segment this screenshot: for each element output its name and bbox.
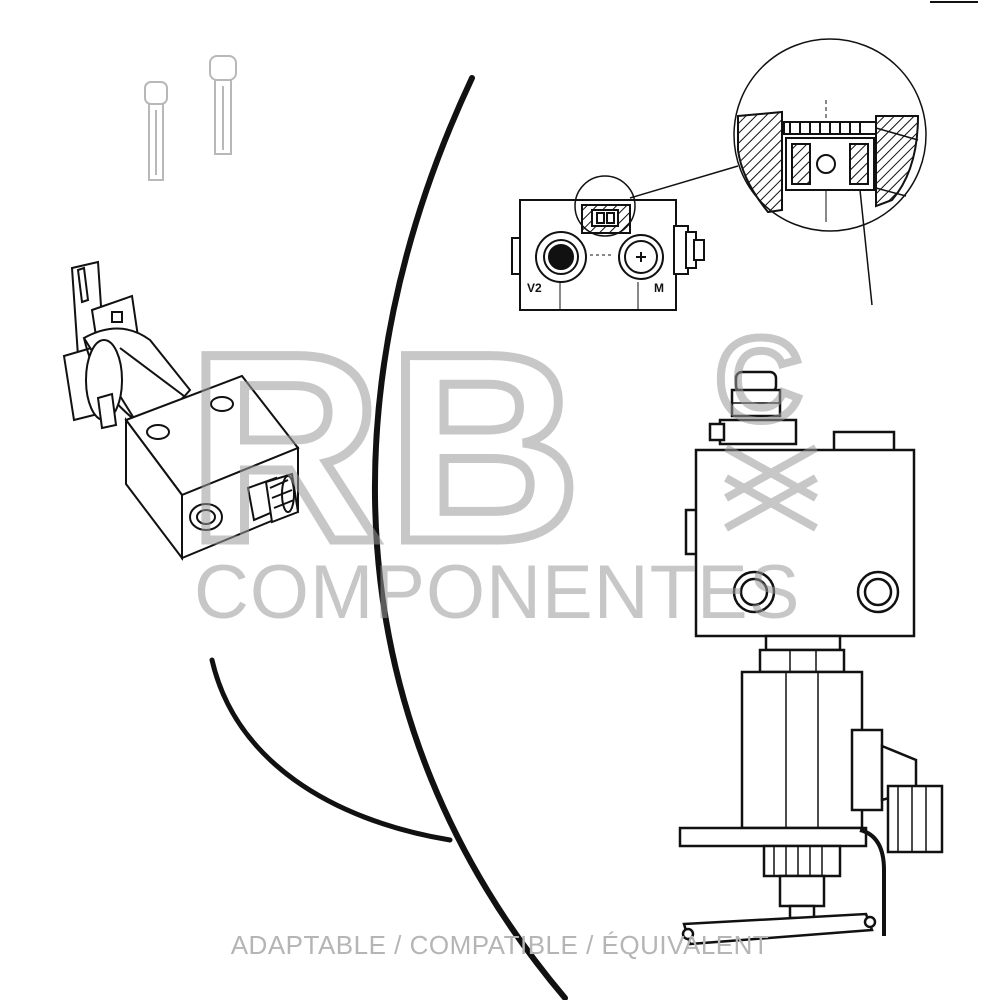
screw-left xyxy=(144,81,168,181)
brand-watermark: RB C COMPONENTES xyxy=(184,293,818,635)
valve-assembly-left xyxy=(62,260,300,561)
watermark-chain-icon xyxy=(724,444,818,532)
footer-tagline: ADAPTABLE / COMPATIBLE / ÉQUIVALENT xyxy=(230,930,770,960)
watermark-logo-mark: C xyxy=(716,314,801,446)
valve-assembly-right xyxy=(678,370,944,946)
watermark-logo-text: RB xyxy=(188,297,587,597)
callout-leader xyxy=(629,165,739,199)
magnified-detail xyxy=(733,38,927,306)
port-label-v2: V2 xyxy=(527,281,542,295)
screw-right xyxy=(209,55,237,155)
divider-arc-tail xyxy=(209,657,453,843)
divider-arc xyxy=(372,75,568,1000)
valve-block-front-view: V2 M xyxy=(511,175,705,311)
port-label-m: M xyxy=(654,281,664,295)
watermark-brand-text: COMPONENTES xyxy=(194,550,800,635)
